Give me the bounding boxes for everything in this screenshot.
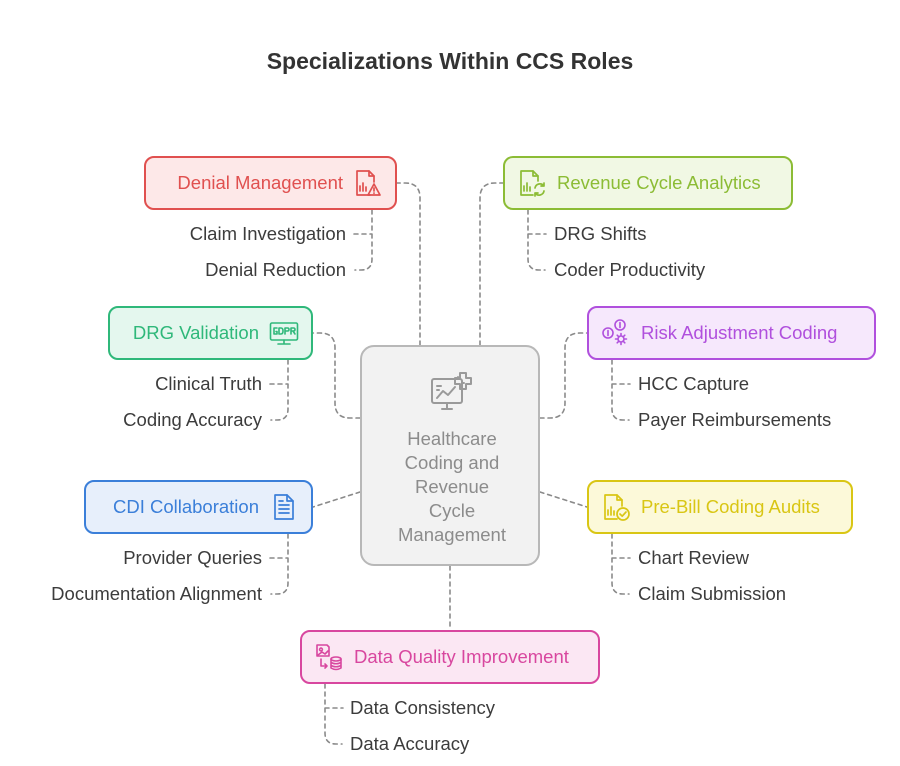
node-data-quality-improvement: Data Quality Improvement [300,630,600,684]
node-label: Risk Adjustment Coding [641,322,838,343]
item-data-accuracy: Data Accuracy [350,733,470,754]
node-risk-adjustment-coding: Risk Adjustment Coding [587,306,876,360]
node-drg-validation: DRG Validation [108,306,313,360]
node-label: Denial Management [177,172,343,193]
center-label-line: Healthcare [407,428,497,449]
document-lines-icon [269,492,299,522]
connector-revenue-sub [527,209,547,271]
connector-prebill-sub [611,533,631,595]
node-label: Pre-Bill Coding Audits [641,496,820,517]
node-label: DRG Validation [132,322,259,343]
node-cdi-collaboration: CDI Collaboration [84,480,313,534]
document-chart-refresh-icon [517,168,547,198]
node-label: CDI Collaboration [112,496,259,517]
item-coder-productivity: Coder Productivity [554,259,706,280]
gdpr-monitor-icon [269,318,299,348]
page-title: Specializations Within CCS Roles [266,48,634,74]
connector-drg-sub [269,359,289,421]
item-hcc-capture: HCC Capture [638,373,750,394]
item-claim-submission: Claim Submission [638,583,787,604]
item-chart-review: Chart Review [638,547,750,568]
connector-prebill [539,491,588,508]
document-chart-warning-icon [353,168,383,198]
node-revenue-cycle-analytics: Revenue Cycle Analytics [503,156,793,210]
connector-dataquality-sub [324,683,344,745]
item-documentation-alignment: Documentation Alignment [51,583,262,604]
image-arrow-database-icon [314,642,344,672]
connector-denial [396,182,421,346]
coins-gear-icon [601,318,631,348]
connector-revenue [479,182,504,346]
connector-cdi [312,491,361,508]
center-node: Healthcare Coding and Revenue Cycle Mana… [360,345,540,566]
center-label-line: Revenue [414,476,490,497]
document-chart-check-icon [601,492,631,522]
connector-risk [539,332,588,419]
connector-drg [312,332,361,419]
node-label: Data Quality Improvement [354,646,569,667]
node-label: Revenue Cycle Analytics [557,172,761,193]
node-pre-bill-coding-audits: Pre-Bill Coding Audits [587,480,853,534]
connector-cdi-sub [269,533,289,595]
item-provider-queries: Provider Queries [123,547,262,568]
connector-risk-sub [611,359,631,421]
item-denial-reduction: Denial Reduction [205,259,346,280]
center-label: Healthcare Coding and Revenue Cycle Mana… [372,427,532,547]
center-label-line: Cycle [428,500,476,521]
item-payer-reimbursements: Payer Reimbursements [638,409,832,430]
monitor-chart-plus-icon [428,369,476,417]
connector-denial-sub [353,209,373,271]
item-clinical-truth: Clinical Truth [155,373,262,394]
item-claim-investigation: Claim Investigation [189,223,346,244]
center-label-line: Management [398,524,506,545]
item-data-consistency: Data Consistency [350,697,495,718]
item-drg-shifts: DRG Shifts [554,223,647,244]
center-label-line: Coding and [404,452,500,473]
item-coding-accuracy: Coding Accuracy [123,409,262,430]
node-denial-management: Denial Management [144,156,397,210]
